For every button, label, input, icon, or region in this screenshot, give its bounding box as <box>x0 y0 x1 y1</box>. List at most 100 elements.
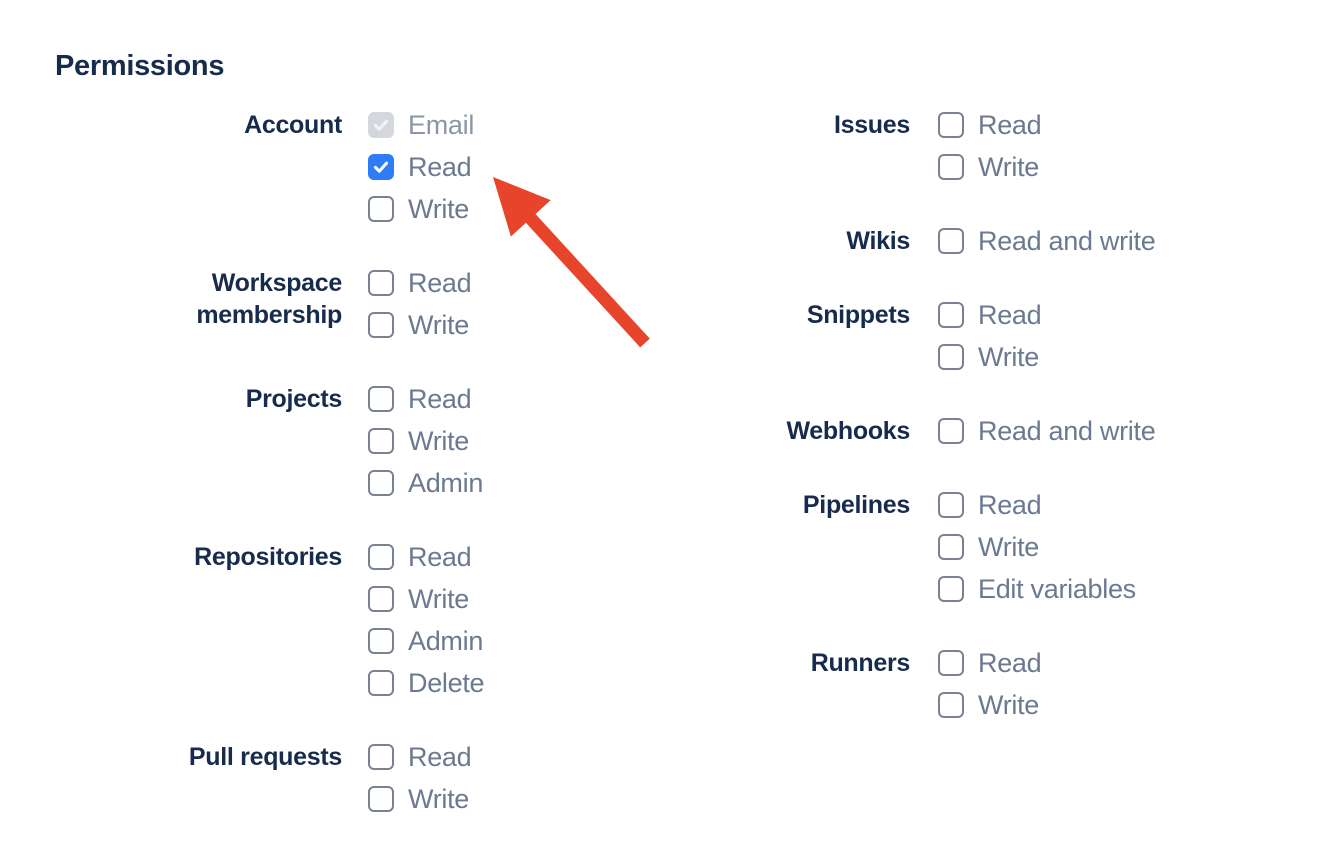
group-label-runners: Runners <box>810 649 911 677</box>
option-repositories-write[interactable]: Write <box>368 584 484 614</box>
checkbox-workspace-membership-write[interactable] <box>368 312 394 338</box>
checkbox-projects-admin[interactable] <box>368 470 394 496</box>
option-label-account-email: Email <box>408 110 475 140</box>
checkbox-issues-read[interactable] <box>938 112 964 138</box>
checkbox-repositories-read[interactable] <box>368 544 394 570</box>
checkbox-issues-write[interactable] <box>938 154 964 180</box>
option-runners-read[interactable]: Read <box>938 648 1042 678</box>
option-issues-read[interactable]: Read <box>938 110 1042 140</box>
checkbox-runners-read[interactable] <box>938 650 964 676</box>
permission-group-wikis: Wikis Read and write <box>700 226 1156 270</box>
option-repositories-read[interactable]: Read <box>368 542 484 572</box>
option-issues-write[interactable]: Write <box>938 152 1041 182</box>
option-label-webhooks-read-and-write[interactable]: Read and write <box>978 416 1156 446</box>
option-workspace-membership-write[interactable]: Write <box>368 310 471 340</box>
option-wikis-read-and-write[interactable]: Read and write <box>938 226 1156 256</box>
checkbox-workspace-membership-read[interactable] <box>368 270 394 296</box>
option-label-projects-read[interactable]: Read <box>408 384 472 414</box>
checkbox-account-read[interactable] <box>368 154 394 180</box>
checkbox-pull-requests-read[interactable] <box>368 744 394 770</box>
option-label-repositories-write[interactable]: Write <box>408 584 470 614</box>
option-pipelines-read[interactable]: Read <box>938 490 1136 520</box>
checkbox-projects-read[interactable] <box>368 386 394 412</box>
option-webhooks-read-and-write[interactable]: Read and write <box>938 416 1156 446</box>
option-label-pull-requests-read[interactable]: Read <box>408 742 472 772</box>
check-icon <box>373 119 389 131</box>
option-label-runners-read[interactable]: Read <box>978 648 1042 678</box>
option-repositories-delete[interactable]: Delete <box>368 668 485 698</box>
option-label-snippets-read[interactable]: Read <box>978 300 1042 330</box>
checkbox-webhooks-read-and-write[interactable] <box>938 418 964 444</box>
option-repositories-admin[interactable]: Admin <box>368 626 484 656</box>
group-label-repositories: Repositories <box>194 543 342 571</box>
checkbox-account-write[interactable] <box>368 196 394 222</box>
option-account-write[interactable]: Write <box>368 194 474 224</box>
option-label-pipelines-edit-variables[interactable]: Edit variables <box>978 574 1136 604</box>
option-pull-requests-write[interactable]: Write <box>368 784 471 814</box>
checkbox-pipelines-edit-variables[interactable] <box>938 576 964 602</box>
option-label-snippets-write[interactable]: Write <box>978 342 1040 372</box>
option-label-projects-write[interactable]: Write <box>408 426 470 456</box>
option-account-read[interactable]: Read <box>368 152 474 182</box>
option-label-pipelines-write[interactable]: Write <box>978 532 1040 562</box>
checkbox-pipelines-read[interactable] <box>938 492 964 518</box>
group-label-pipelines: Pipelines <box>802 491 910 519</box>
checkbox-snippets-write[interactable] <box>938 344 964 370</box>
option-runners-write[interactable]: Write <box>938 690 1041 720</box>
options-wikis: Read and write <box>938 226 1156 270</box>
option-label-repositories-admin[interactable]: Admin <box>408 626 484 656</box>
checkbox-runners-write[interactable] <box>938 692 964 718</box>
option-label-pull-requests-write[interactable]: Write <box>408 784 470 814</box>
option-label-runners-write[interactable]: Write <box>978 690 1040 720</box>
option-label-repositories-delete[interactable]: Delete <box>408 668 485 698</box>
option-label-pipelines-read[interactable]: Read <box>978 490 1042 520</box>
option-projects-read[interactable]: Read <box>368 384 483 414</box>
checkbox-snippets-read[interactable] <box>938 302 964 328</box>
option-label-workspace-membership-read[interactable]: Read <box>408 268 472 298</box>
option-projects-admin[interactable]: Admin <box>368 468 484 498</box>
group-label-wikis: Wikis <box>846 227 910 255</box>
checkbox-pipelines-write[interactable] <box>938 534 964 560</box>
option-label-account-write[interactable]: Write <box>408 194 470 224</box>
option-projects-write[interactable]: Write <box>368 426 483 456</box>
option-account-email: Email <box>368 110 475 140</box>
option-label-projects-admin[interactable]: Admin <box>408 468 484 498</box>
option-snippets-write[interactable]: Write <box>938 342 1041 372</box>
checkbox-repositories-write[interactable] <box>368 586 394 612</box>
checkbox-wikis-read-and-write[interactable] <box>938 228 964 254</box>
option-label-issues-read[interactable]: Read <box>978 110 1042 140</box>
option-label-issues-write[interactable]: Write <box>978 152 1040 182</box>
option-label-account-read[interactable]: Read <box>408 152 472 182</box>
option-label-workspace-membership-write[interactable]: Write <box>408 310 470 340</box>
option-label-repositories-read[interactable]: Read <box>408 542 472 572</box>
checkbox-repositories-delete[interactable] <box>368 670 394 696</box>
option-snippets-read[interactable]: Read <box>938 300 1042 330</box>
checkbox-projects-write[interactable] <box>368 428 394 454</box>
checkbox-pull-requests-write[interactable] <box>368 786 394 812</box>
option-workspace-membership-read[interactable]: Read <box>368 268 472 298</box>
group-label-issues: Issues <box>833 111 910 139</box>
option-pipelines-write[interactable]: Write <box>938 532 1136 562</box>
group-label-workspace-membership: Workspace membership <box>196 269 342 329</box>
option-pipelines-edit-variables[interactable]: Edit variables <box>938 574 1136 604</box>
option-label-wikis-read-and-write[interactable]: Read and write <box>978 226 1156 256</box>
check-icon <box>373 161 389 173</box>
checkbox-repositories-admin[interactable] <box>368 628 394 654</box>
option-pull-requests-read[interactable]: Read <box>368 742 472 772</box>
